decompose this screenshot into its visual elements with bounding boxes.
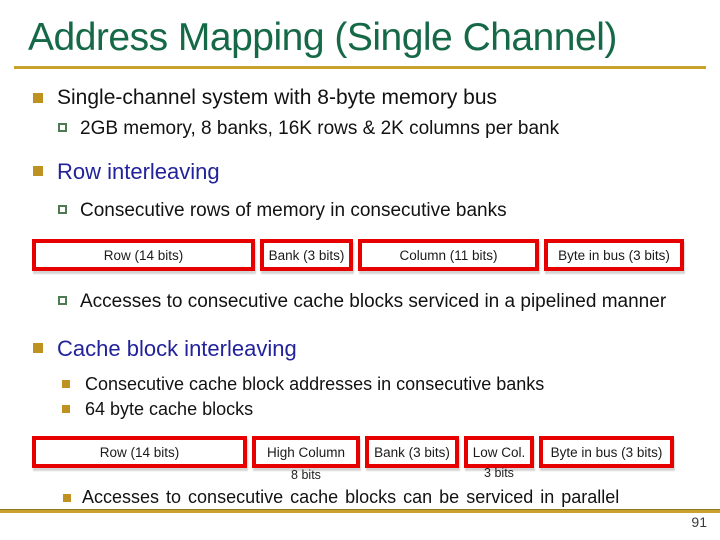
bullet-text: Cache block interleaving [57,336,297,361]
bullet-text: 64 byte cache blocks [85,399,254,419]
bit-field-byte-in-bus: Byte in bus (3 bits) [544,239,684,271]
square-bullet-icon [62,380,70,388]
bullet-cache-block-note: Accesses to consecutive cache blocks can… [63,487,619,508]
slide-title: Address Mapping (Single Channel) [28,16,617,59]
bullet-row-interleaving-note: Accesses to consecutive cache blocks ser… [58,291,666,313]
caption-high-column-bits: 8 bits [291,468,321,482]
bullet-single-channel-heading: Single-channel system with 8-byte memory… [33,86,497,110]
bullet-single-channel-detail: 2GB memory, 8 banks, 16K rows & 2K colum… [58,118,559,140]
bullet-text: Consecutive rows of memory in consecutiv… [80,200,507,221]
title-divider [14,66,706,69]
bit-field-high-column: High Column [252,436,360,468]
square-bullet-icon [63,494,71,502]
bit-field-column: Column (11 bits) [358,239,539,271]
bit-field-byte-in-bus: Byte in bus (3 bits) [539,436,674,468]
bit-field-bank: Bank (3 bits) [365,436,459,468]
square-bullet-icon [62,405,70,413]
cache-block-bit-table: Row (14 bits) High Column Bank (3 bits) … [32,436,674,468]
square-bullet-icon [33,343,43,353]
bullet-text: Consecutive cache block addresses in con… [85,374,545,394]
bit-field-low-col: Low Col. [464,436,534,468]
bullet-row-interleaving-detail: Consecutive rows of memory in consecutiv… [58,200,507,222]
outline-square-bullet-icon [58,296,67,305]
bullet-text: Row interleaving [57,159,220,184]
square-bullet-icon [33,166,43,176]
outline-square-bullet-icon [58,123,67,132]
caption-low-col-bits: 3 bits [484,466,514,480]
square-bullet-icon [33,93,43,103]
bullet-cache-block-heading: Cache block interleaving [33,336,297,361]
bullet-text: Accesses to consecutive cache blocks can… [82,487,620,507]
row-interleaving-bit-table: Row (14 bits) Bank (3 bits) Column (11 b… [32,239,684,271]
outline-square-bullet-icon [58,205,67,214]
footer-divider [0,509,720,513]
bit-field-row: Row (14 bits) [32,436,247,468]
bullet-row-interleaving-heading: Row interleaving [33,159,220,184]
bullet-text: Single-channel system with 8-byte memory… [57,86,498,109]
bullet-text: Accesses to consecutive cache blocks ser… [80,291,667,312]
bullet-text: 2GB memory, 8 banks, 16K rows & 2K colum… [80,118,560,139]
bullet-cache-block-detail2: 64 byte cache blocks [62,399,253,420]
bit-field-bank: Bank (3 bits) [260,239,353,271]
bit-field-row: Row (14 bits) [32,239,255,271]
page-number: 91 [691,514,707,530]
bullet-cache-block-detail1: Consecutive cache block addresses in con… [62,374,544,395]
